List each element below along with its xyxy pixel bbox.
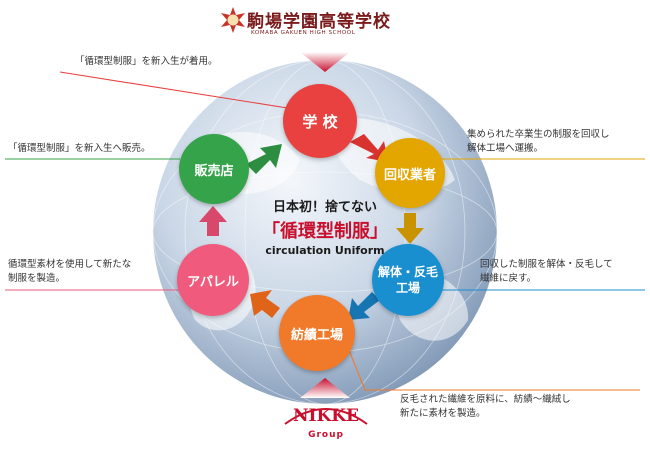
school-name: 駒場学園高等学校 — [247, 12, 391, 32]
node-dismantle: 解体・反毛 工場 — [372, 244, 444, 316]
cycle-arrows — [199, 134, 424, 320]
arrow-spinning-to-apparel — [250, 290, 280, 318]
node-shop: 販売店 — [179, 134, 249, 204]
school-name-en: KOMABA GAKUEN HIGH SCHOOL — [251, 30, 356, 36]
nikke-logo-frame — [284, 408, 368, 425]
center-title: 「循環型制服」 — [262, 221, 388, 242]
connector-lines — [5, 71, 645, 391]
center-headline: 日本初！捨てない — [272, 200, 377, 215]
nikke-group: Group — [308, 430, 344, 440]
bottom-red-arrow — [300, 378, 350, 398]
arrow-apparel-to-shop — [199, 206, 227, 236]
note-apparel: 循環型素材を使用して新たな 制服を製造。 — [8, 259, 132, 284]
school-emblem-icon — [221, 7, 245, 33]
node-spinning: 紡績工場 — [279, 295, 355, 371]
center-subtitle: circulation Uniform — [265, 244, 385, 257]
node-collector: 回収業者 — [375, 138, 445, 208]
note-dismantle: 回収した制服を解体・反毛して 繊維に戻す。 — [480, 259, 613, 284]
note-collector: 集められた卒業生の制服を回収し 解体工場へ運搬。 — [467, 129, 610, 154]
top-red-arrow — [300, 52, 350, 72]
nikke-logo: NIKKE Group — [283, 400, 369, 452]
nikke-brand: NIKKE — [293, 406, 359, 426]
note-school: 「循環型制服」を新入生が着用。 — [75, 56, 218, 67]
note-shop: 「循環型制服」を新入生へ販売。 — [8, 143, 151, 154]
school-logo — [220, 7, 246, 33]
node-school: 学 校 — [283, 84, 357, 158]
note-spinning: 反毛された繊維を原料に、紡績～織絨し 新たに素材を製造。 — [400, 394, 571, 419]
arrow-collector-to-dismantle — [396, 213, 424, 244]
node-apparel: アパレル — [177, 244, 249, 316]
arrow-dismantle-to-spinning — [348, 292, 380, 320]
arrow-shop-to-school — [246, 144, 282, 174]
